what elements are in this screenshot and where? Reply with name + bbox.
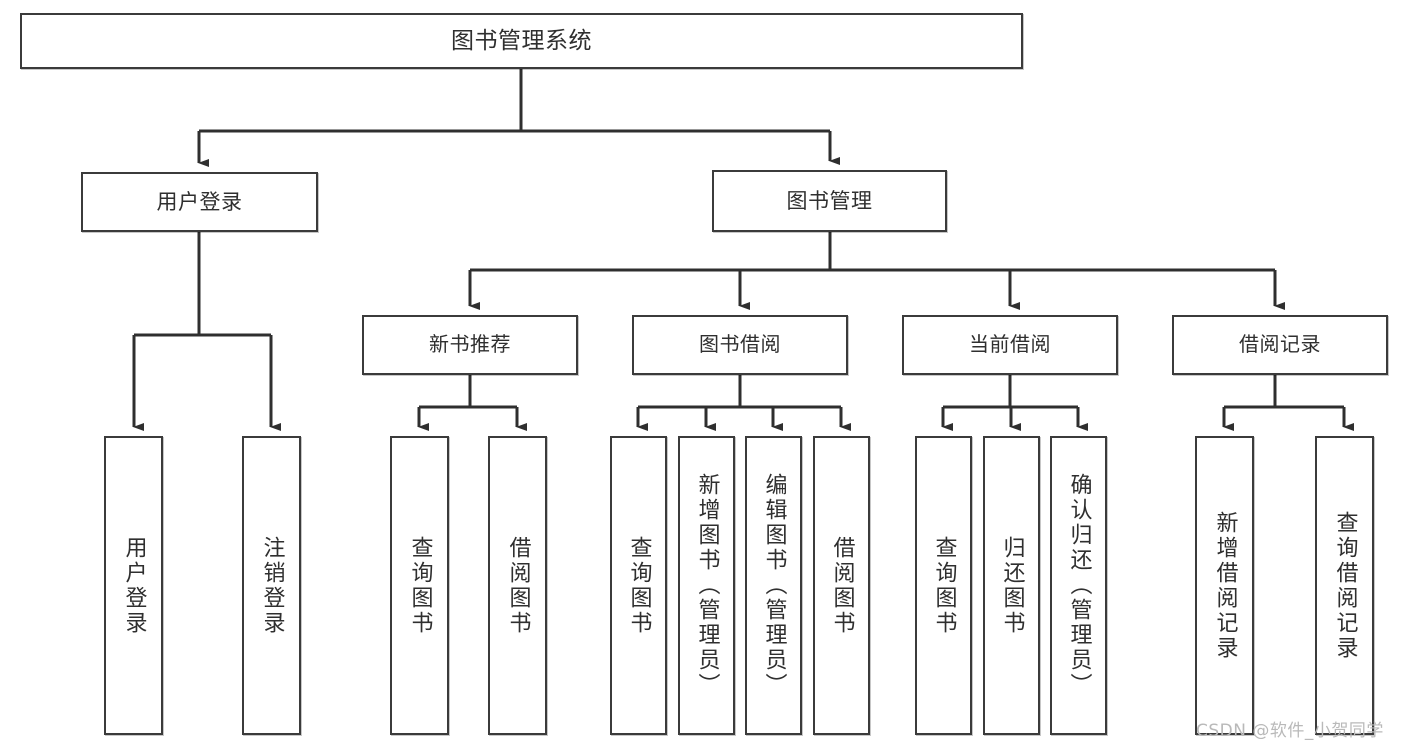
node-current-borrow[interactable]: 当前借阅 — [902, 315, 1118, 375]
leaf-add-record[interactable]: 新增借阅记录 — [1195, 436, 1254, 735]
node-new-book-rec[interactable]: 新书推荐 — [362, 315, 578, 375]
node-label: 查询借阅记录 — [1332, 510, 1358, 661]
node-user-login[interactable]: 用户登录 — [81, 172, 318, 232]
node-label: 查询图书 — [626, 535, 652, 636]
leaf-return-book[interactable]: 归还图书 — [983, 436, 1040, 735]
node-book-manage[interactable]: 图书管理 — [712, 170, 947, 232]
node-borrow-record[interactable]: 借阅记录 — [1172, 315, 1388, 375]
leaf-add-book[interactable]: 新增图书（管理员） — [678, 436, 735, 735]
node-label: 编辑图书（管理员） — [761, 473, 787, 698]
leaf-confirm-return[interactable]: 确认归还（管理员） — [1050, 436, 1107, 735]
node-label: 查询图书 — [407, 535, 433, 636]
node-label: 新增图书（管理员） — [694, 473, 720, 698]
node-label: 图书管理 — [786, 188, 873, 213]
leaf-query-book-borrow[interactable]: 查询图书 — [610, 436, 667, 735]
leaf-edit-book[interactable]: 编辑图书（管理员） — [745, 436, 802, 735]
node-book-borrow[interactable]: 图书借阅 — [632, 315, 848, 375]
node-label: 借阅记录 — [1239, 332, 1321, 357]
node-label: 查询图书 — [931, 535, 957, 636]
node-label: 注销登录 — [259, 535, 285, 636]
node-label: 用户登录 — [121, 535, 147, 636]
leaf-user-login[interactable]: 用户登录 — [104, 436, 163, 735]
node-label: 新增借阅记录 — [1212, 510, 1238, 661]
node-label: 图书借阅 — [699, 332, 781, 357]
node-label: 借阅图书 — [829, 535, 855, 636]
leaf-logout[interactable]: 注销登录 — [242, 436, 301, 735]
node-label: 图书管理系统 — [451, 27, 592, 54]
leaf-borrow-book-rec[interactable]: 借阅图书 — [488, 436, 547, 735]
node-root-system[interactable]: 图书管理系统 — [20, 13, 1023, 69]
leaf-borrow-book[interactable]: 借阅图书 — [813, 436, 870, 735]
node-label: 确认归还（管理员） — [1066, 473, 1092, 698]
leaf-query-book-rec[interactable]: 查询图书 — [390, 436, 449, 735]
node-label: 当前借阅 — [969, 332, 1051, 357]
node-label: 归还图书 — [999, 535, 1025, 636]
leaf-query-book-cur[interactable]: 查询图书 — [915, 436, 972, 735]
node-label: 用户登录 — [156, 189, 243, 214]
node-label: 借阅图书 — [505, 535, 531, 636]
leaf-query-record[interactable]: 查询借阅记录 — [1315, 436, 1374, 735]
node-label: 新书推荐 — [429, 332, 511, 357]
